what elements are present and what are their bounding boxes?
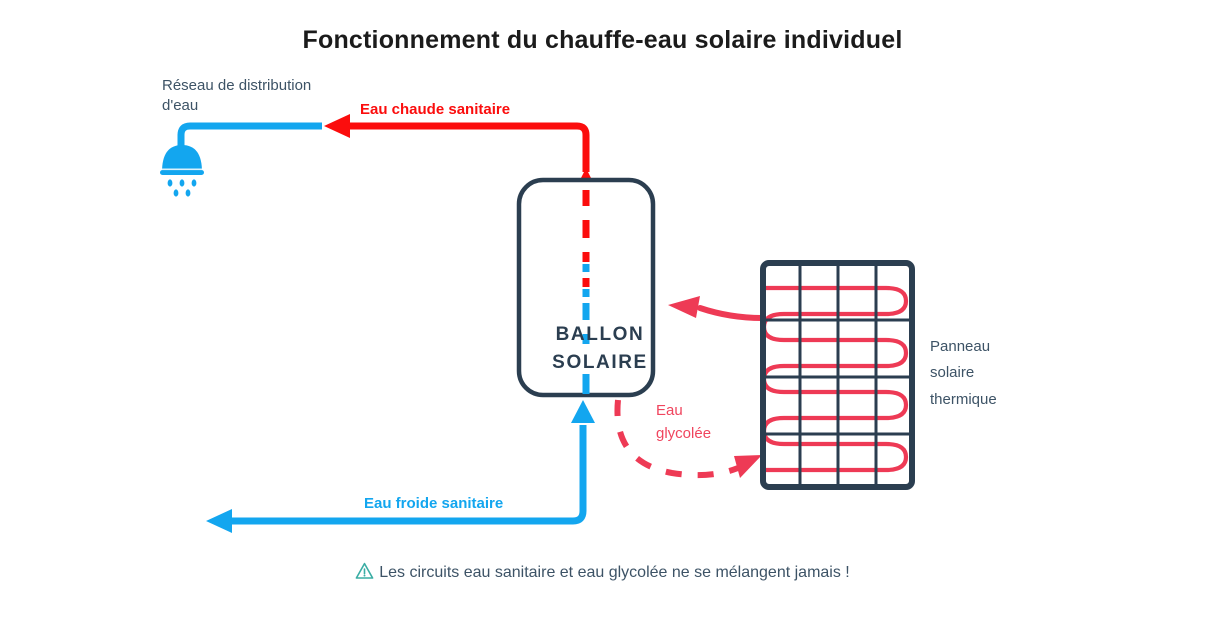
solar-panel [760, 260, 915, 490]
cold-water-pipe [206, 400, 595, 533]
network-label: Réseau de distribution d'eau [162, 77, 312, 114]
tank-label: BALLON SOLAIRE [519, 321, 681, 376]
shower-supply-pipe [177, 122, 322, 150]
hot-water-label: Eau chaude sanitaire [360, 101, 511, 118]
glycol-label: Eau glycolée [656, 402, 712, 442]
warning-triangle-icon [355, 562, 374, 585]
glycol-supply-arrowhead [668, 296, 700, 318]
shower-head-icon [160, 145, 204, 197]
page-title: Fonctionnement du chauffe-eau solaire in… [302, 26, 903, 54]
cold-water-label: Eau froide sanitaire [364, 495, 504, 512]
solar-panel-label: Panneau solaire thermique [930, 338, 997, 408]
footnote-text: Les circuits eau sanitaire et eau glycol… [379, 564, 850, 581]
glycol-return-arrowhead [734, 455, 762, 478]
tank-label-line1: BALLON [555, 324, 645, 345]
cold-water-inlet-arrowhead [206, 509, 232, 533]
panel-serpentine-pipe [763, 285, 909, 473]
hot-water-arrowhead [324, 114, 350, 138]
glycol-supply-arrow [668, 296, 765, 321]
cold-water-tank-arrowhead [571, 400, 595, 423]
glycol-return-arrow [614, 399, 762, 479]
panel-grid-lines [763, 263, 912, 487]
panel-frame [760, 260, 915, 490]
tank-label-line2: SOLAIRE [552, 351, 648, 373]
solar-tank [516, 177, 656, 398]
footnote: Les circuits eau sanitaire et eau glycol… [0, 562, 1205, 585]
